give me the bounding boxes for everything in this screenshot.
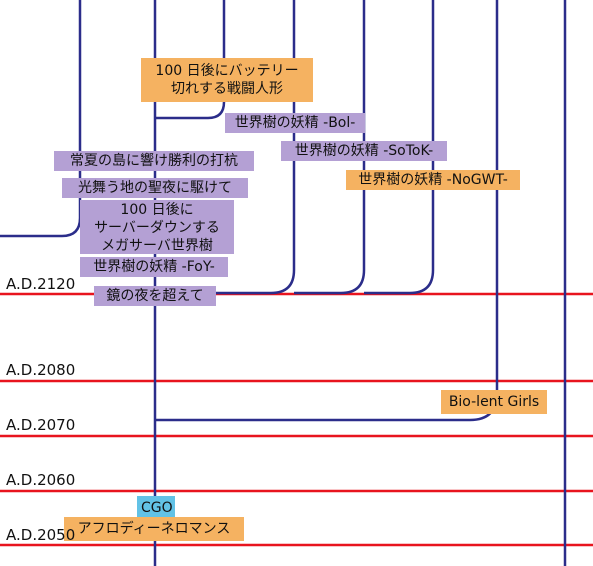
nogwt-branch-line (364, 0, 435, 295)
battle-doll-line-2: 切れする戦闘人形 (171, 81, 283, 97)
mega-server-line-2: サーバーダウンする (94, 220, 220, 236)
nogwt-box: 世界樹の妖精 -NoGWT- (346, 170, 520, 190)
holy-night-box: 光舞う地の聖夜に駆けて (62, 178, 248, 198)
sotok-box: 世界樹の妖精 -SoToK- (281, 141, 447, 161)
year-label-2080: A.D.2080 (6, 361, 76, 379)
victory-box: 常夏の島に響け勝利の打杭 (54, 151, 254, 171)
left-branch-line (0, 0, 82, 238)
bol-branch-line (155, 0, 296, 295)
year-label-2070: A.D.2070 (6, 416, 76, 434)
mega-server-line-3: メガサーバ世界樹 (101, 238, 213, 254)
battle-doll-branch-line (155, 0, 226, 120)
mega-server-box: 100 日後に サーバーダウンする メガサーバ世界樹 (80, 200, 234, 254)
foy-box: 世界樹の妖精 -FoY- (80, 257, 228, 277)
biolent-box: Bio-lent Girls (441, 390, 547, 414)
year-label-2060: A.D.2060 (6, 471, 76, 489)
year-label-2050: A.D.2050 (6, 526, 76, 544)
sotok-branch-line (294, 0, 366, 295)
battle-doll-box: 100 日後にバッテリー 切れする戦闘人形 (141, 58, 313, 102)
aphrodite-box: アフロディーネロマンス (64, 517, 244, 541)
battle-doll-line-1: 100 日後にバッテリー (155, 63, 299, 79)
cgo-box: CGO (137, 496, 175, 520)
mega-server-line-1: 100 日後に (120, 202, 194, 218)
year-label-2120: A.D.2120 (6, 275, 76, 293)
bol-box: 世界樹の妖精 -Bol- (225, 113, 365, 133)
mirror-night-box: 鏡の夜を超えて (94, 286, 216, 306)
